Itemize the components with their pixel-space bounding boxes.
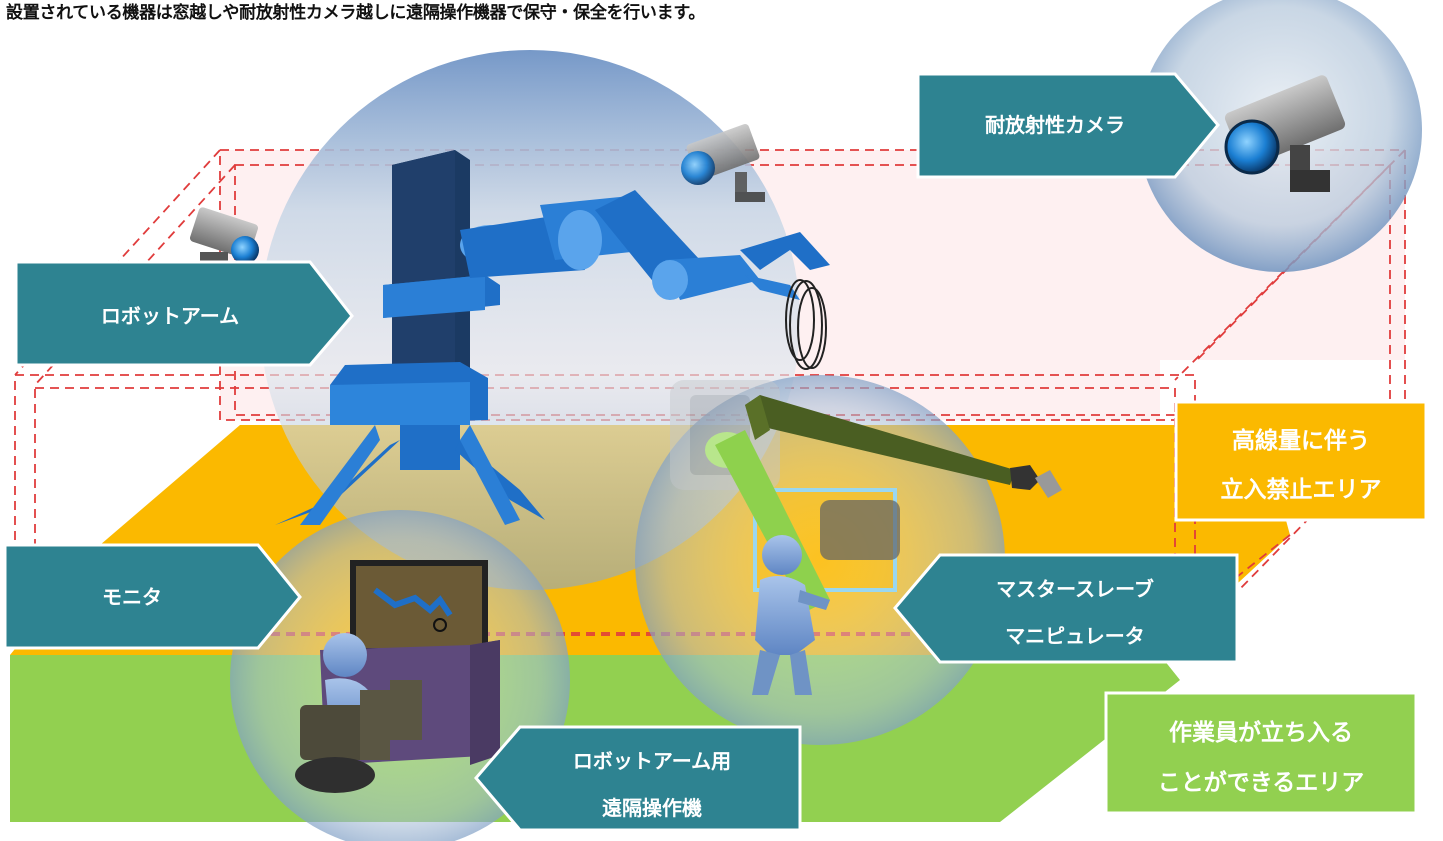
page-heading: 設置されている機器は窓越しや耐放射性カメラ越しに遠隔操作機器で保守・保全を行いま… [6, 3, 706, 23]
callout-remote-line2: 遠隔操作機 [602, 796, 702, 820]
callout-manipulator-line1: マスタースレーブ [996, 577, 1154, 601]
operator-seated-icon [295, 633, 422, 793]
monitor-icon [350, 560, 488, 654]
area-restricted-line2: 立入禁止エリア [1221, 476, 1382, 503]
callout-monitor-label: モニタ [102, 585, 162, 609]
callout-robot-arm: ロボットアーム [14, 260, 354, 367]
camera-left-icon [189, 207, 259, 264]
callout-camera: 耐放射性カメラ [916, 72, 1220, 179]
callout-monitor: モニタ [3, 543, 302, 650]
callout-manipulator-line2: マニピュレータ [1005, 624, 1145, 648]
callout-remote: ロボットアーム用 遠隔操作機 [474, 725, 802, 832]
callout-remote-line1: ロボットアーム用 [573, 749, 731, 773]
camera-mid-icon [681, 123, 765, 202]
area-restricted-line1: 高線量に伴う [1232, 427, 1370, 454]
area-worker-line1: 作業員が立ち入る [1169, 719, 1353, 746]
camera-large-icon [1224, 75, 1346, 192]
area-worker-line2: ことができるエリア [1158, 769, 1365, 796]
callout-manipulator: マスタースレーブ マニピュレータ [893, 553, 1239, 664]
callout-camera-label: 耐放射性カメラ [985, 113, 1125, 137]
robot-arm-illustration [275, 150, 830, 525]
callout-robot-arm-label: ロボットアーム [101, 304, 239, 328]
area-label-restricted: 高線量に伴う 立入禁止エリア [1174, 400, 1428, 522]
operator-standing-icon [752, 535, 830, 695]
manipulator-illustration [705, 395, 1062, 612]
area-label-worker: 作業員が立ち入る ことができるエリア [1104, 691, 1418, 815]
